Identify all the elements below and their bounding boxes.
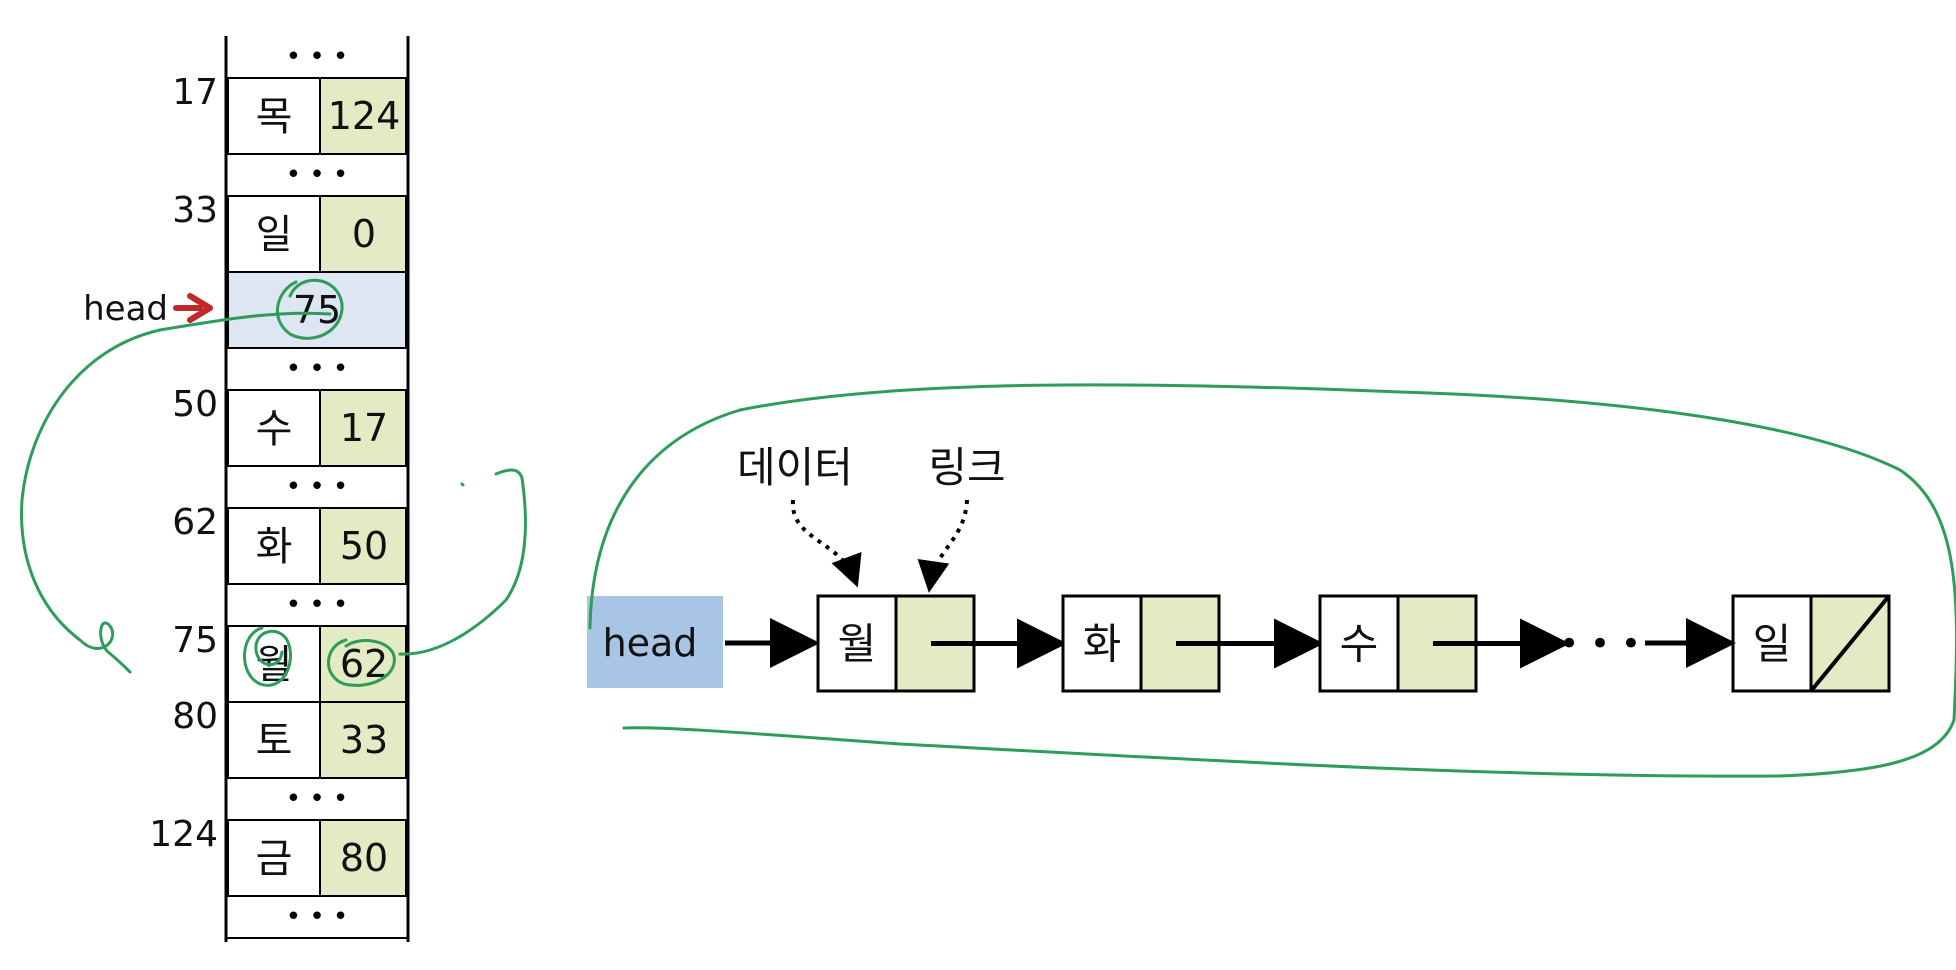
memory-head-cell: 75 xyxy=(227,271,407,349)
annotation-circle-mon xyxy=(243,626,292,687)
head-arrow-icon xyxy=(173,293,213,323)
memory-ellipsis: • • • xyxy=(286,160,349,190)
memory-node-row: 수 17 50 xyxy=(172,384,407,467)
memory-data-value: 수 xyxy=(256,406,293,452)
memory-address: 124 xyxy=(149,814,218,855)
memory-gap-row: • • • xyxy=(226,784,408,821)
memory-link-cell xyxy=(319,389,407,467)
data-field-label: 데이터 xyxy=(737,443,853,492)
memory-ellipsis: • • • xyxy=(286,784,349,814)
list-node: 일 xyxy=(1731,594,1891,693)
memory-ellipsis: • • • xyxy=(286,590,349,620)
list-node: 화 xyxy=(1061,594,1324,693)
list-head-label: head xyxy=(603,621,698,665)
link-field-label: 링크 xyxy=(928,443,1005,492)
list-node-data-value: 월 xyxy=(838,620,877,669)
head-memory-cell xyxy=(227,271,407,349)
memory-data-cell xyxy=(227,507,321,585)
null-link-slash xyxy=(1809,594,1891,693)
memory-data-value: 화 xyxy=(256,524,293,570)
memory-data-value: 일 xyxy=(256,212,293,258)
memory-ellipsis: • • • xyxy=(286,42,349,72)
memory-data-value: 금 xyxy=(256,836,293,882)
memory-address: 75 xyxy=(172,620,218,661)
memory-link-value: 80 xyxy=(340,836,388,880)
memory-link-cell xyxy=(319,507,407,585)
memory-link-cell xyxy=(319,77,407,155)
annotation-loop-right xyxy=(398,468,527,656)
list-node: 수 xyxy=(1318,594,1570,693)
list-node-data-value: 일 xyxy=(1753,620,1792,669)
memory-link-value: 33 xyxy=(340,718,388,762)
memory-table: • • • 목 124 17 • • • 일 0 33 75 • • • 수 17 50 • • • 화 50… xyxy=(149,36,410,942)
memory-address: 50 xyxy=(172,384,218,425)
memory-head-label: head xyxy=(83,289,168,329)
memory-ellipsis: • • • xyxy=(286,354,349,384)
list-ellipsis: • • • xyxy=(1559,624,1641,664)
data-label-pointer xyxy=(790,499,862,588)
memory-link-value: 50 xyxy=(340,524,388,568)
memory-ellipsis: • • • xyxy=(286,472,349,502)
memory-link-cell xyxy=(319,701,407,779)
memory-address: 17 xyxy=(172,72,218,113)
list-node-data-cell xyxy=(1318,594,1400,693)
memory-link-value: 124 xyxy=(328,94,401,138)
memory-address: 80 xyxy=(172,696,218,737)
link-label-pointer xyxy=(917,499,969,593)
memory-link-value: 0 xyxy=(352,212,376,256)
memory-data-cell xyxy=(227,77,321,155)
memory-data-value: 토 xyxy=(256,718,293,764)
list-node-data-value: 화 xyxy=(1083,620,1122,669)
handwritten-annotations xyxy=(20,278,1956,778)
memory-node-row: 화 50 62 xyxy=(172,502,407,585)
list-node-data-value: 수 xyxy=(1340,620,1379,669)
annotation-list-outline xyxy=(588,383,1956,778)
linked-list: head 데이터 링크 월 화 수 일 • • • xyxy=(587,443,1891,693)
memory-gap-row: • • • xyxy=(226,902,408,939)
head-memory-value: 75 xyxy=(293,288,341,332)
memory-node-row: 토 33 80 xyxy=(172,696,407,779)
memory-gap-row: • • • xyxy=(226,160,408,197)
memory-ellipsis: • • • xyxy=(286,902,349,932)
memory-gap-row: • • • xyxy=(226,472,408,509)
memory-link-cell xyxy=(319,195,407,273)
memory-head-pointer: head xyxy=(83,289,213,329)
annotation-loop-left xyxy=(20,311,332,674)
memory-address: 62 xyxy=(172,502,218,543)
memory-data-cell xyxy=(227,195,321,273)
list-node: 월 xyxy=(816,594,1067,693)
memory-address: 33 xyxy=(172,190,218,231)
memory-link-cell xyxy=(319,819,407,897)
memory-data-cell xyxy=(227,389,321,467)
memory-node-row: 일 0 33 xyxy=(172,190,407,273)
annotation-circle-62 xyxy=(327,638,396,687)
annotation-dot xyxy=(460,482,465,487)
memory-link-value: 17 xyxy=(340,406,388,450)
memory-node-row: 금 80 124 xyxy=(149,814,407,897)
memory-data-cell xyxy=(227,819,321,897)
memory-gap-row: • • • xyxy=(226,42,408,79)
memory-gap-row: • • • xyxy=(226,590,408,627)
memory-data-value: 목 xyxy=(256,94,293,140)
annotation-circle-75 xyxy=(276,278,344,340)
list-head-box xyxy=(587,596,723,688)
memory-node-row: 목 124 17 xyxy=(172,72,407,155)
memory-gap-row: • • • xyxy=(226,354,408,391)
